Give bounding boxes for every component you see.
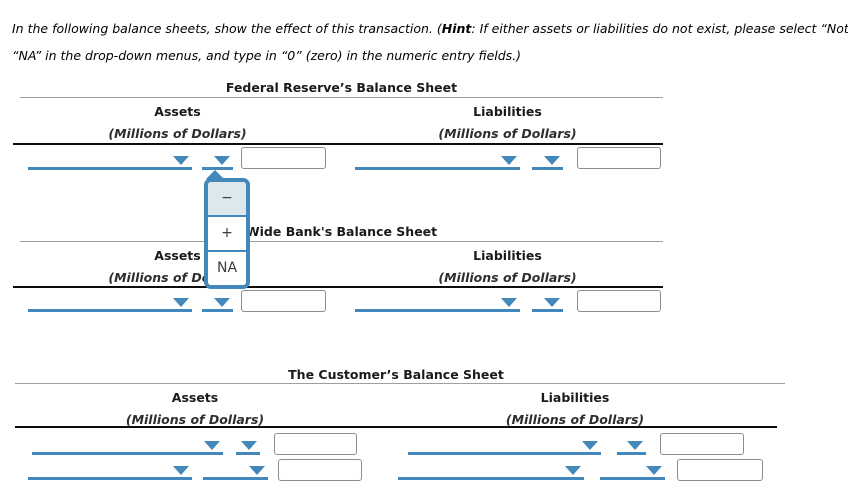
customer-balance-sheet-title: The Customer’s Balance Sheet <box>288 367 504 382</box>
instructions-hint-label: Hint <box>441 21 472 36</box>
bank-assets-sign-dropdown[interactable] <box>202 295 233 312</box>
bank-balance-sheet-title: Wide Bank's Balance Sheet <box>245 224 438 239</box>
customer-liabilities-row1-account-dropdown[interactable] <box>408 438 601 455</box>
bank-header-divider <box>13 286 663 288</box>
sign-dropdown-menu: − + NA <box>204 178 250 289</box>
chevron-down-icon <box>646 466 662 475</box>
menu-caret-icon <box>206 170 224 179</box>
fed-assets-units: (Millions of Dollars) <box>108 126 247 141</box>
fed-balance-sheet-title: Federal Reserve’s Balance Sheet <box>225 80 458 95</box>
customer-assets-row1-amount-input[interactable] <box>274 433 357 455</box>
customer-liabilities-row2-account-dropdown[interactable] <box>398 463 584 480</box>
instructions-line1-post: : If either assets or liabilities do not… <box>471 21 848 36</box>
customer-assets-row2-sign-dropdown[interactable] <box>203 463 268 480</box>
menu-option-na[interactable]: NA <box>208 250 246 285</box>
fed-liabilities-sign-dropdown[interactable] <box>532 153 563 170</box>
menu-option-plus[interactable]: + <box>208 215 246 250</box>
customer-assets-row2-account-dropdown[interactable] <box>28 463 192 480</box>
bank-liabilities-amount-input[interactable] <box>577 290 661 312</box>
customer-liabilities-row2-sign-dropdown[interactable] <box>600 463 665 480</box>
customer-liabilities-header: Liabilities <box>540 390 610 405</box>
chevron-down-icon <box>544 156 560 165</box>
instructions-line1: In the following balance sheets, show th… <box>12 21 848 36</box>
chevron-down-icon <box>249 466 265 475</box>
fed-title-divider <box>20 97 663 98</box>
customer-assets-row1-sign-dropdown[interactable] <box>236 438 260 455</box>
bank-assets-account-dropdown[interactable] <box>28 295 192 312</box>
instructions-line2: “NA” in the drop-down menus, and type in… <box>12 48 522 63</box>
customer-assets-header: Assets <box>171 390 219 405</box>
chevron-down-icon <box>204 441 220 450</box>
instructions-line1-pre: In the following balance sheets, show th… <box>12 21 442 36</box>
chevron-down-icon <box>501 156 517 165</box>
chevron-down-icon <box>582 441 598 450</box>
bank-assets-amount-input[interactable] <box>241 290 326 312</box>
customer-assets-row2-amount-input[interactable] <box>278 459 362 481</box>
fed-liabilities-units: (Millions of Dollars) <box>438 126 577 141</box>
fed-assets-account-dropdown[interactable] <box>28 153 192 170</box>
customer-liabilities-row1-sign-dropdown[interactable] <box>617 438 646 455</box>
customer-liabilities-row2-amount-input[interactable] <box>677 459 763 481</box>
chevron-down-icon <box>544 298 560 307</box>
bank-assets-header: Assets <box>154 248 201 263</box>
chevron-down-icon <box>241 441 257 450</box>
fed-assets-amount-input[interactable] <box>241 147 326 169</box>
fed-assets-header: Assets <box>154 104 201 119</box>
fed-header-divider <box>13 143 663 145</box>
bank-liabilities-units: (Millions of Dollars) <box>438 270 577 285</box>
bank-liabilities-account-dropdown[interactable] <box>355 295 520 312</box>
chevron-down-icon <box>565 466 581 475</box>
customer-header-divider <box>15 426 777 428</box>
fed-liabilities-header: Liabilities <box>473 104 542 119</box>
chevron-down-icon <box>173 156 189 165</box>
chevron-down-icon <box>173 298 189 307</box>
fed-liabilities-amount-input[interactable] <box>577 147 661 169</box>
customer-liabilities-units: (Millions of Dollars) <box>505 412 645 427</box>
customer-assets-row1-account-dropdown[interactable] <box>32 438 223 455</box>
bank-assets-units: (Millions of Dollars) <box>108 270 247 285</box>
bank-liabilities-header: Liabilities <box>473 248 542 263</box>
chevron-down-icon <box>501 298 517 307</box>
menu-option-minus[interactable]: − <box>208 182 246 215</box>
fed-assets-sign-dropdown[interactable] <box>202 153 233 170</box>
customer-liabilities-row1-amount-input[interactable] <box>660 433 744 455</box>
chevron-down-icon <box>627 441 643 450</box>
chevron-down-icon <box>214 156 230 165</box>
chevron-down-icon <box>173 466 189 475</box>
bank-liabilities-sign-dropdown[interactable] <box>532 295 563 312</box>
fed-liabilities-account-dropdown[interactable] <box>355 153 520 170</box>
customer-assets-units: (Millions of Dollars) <box>125 412 265 427</box>
customer-title-divider <box>15 383 785 384</box>
chevron-down-icon <box>214 298 230 307</box>
bank-title-divider <box>20 241 663 242</box>
